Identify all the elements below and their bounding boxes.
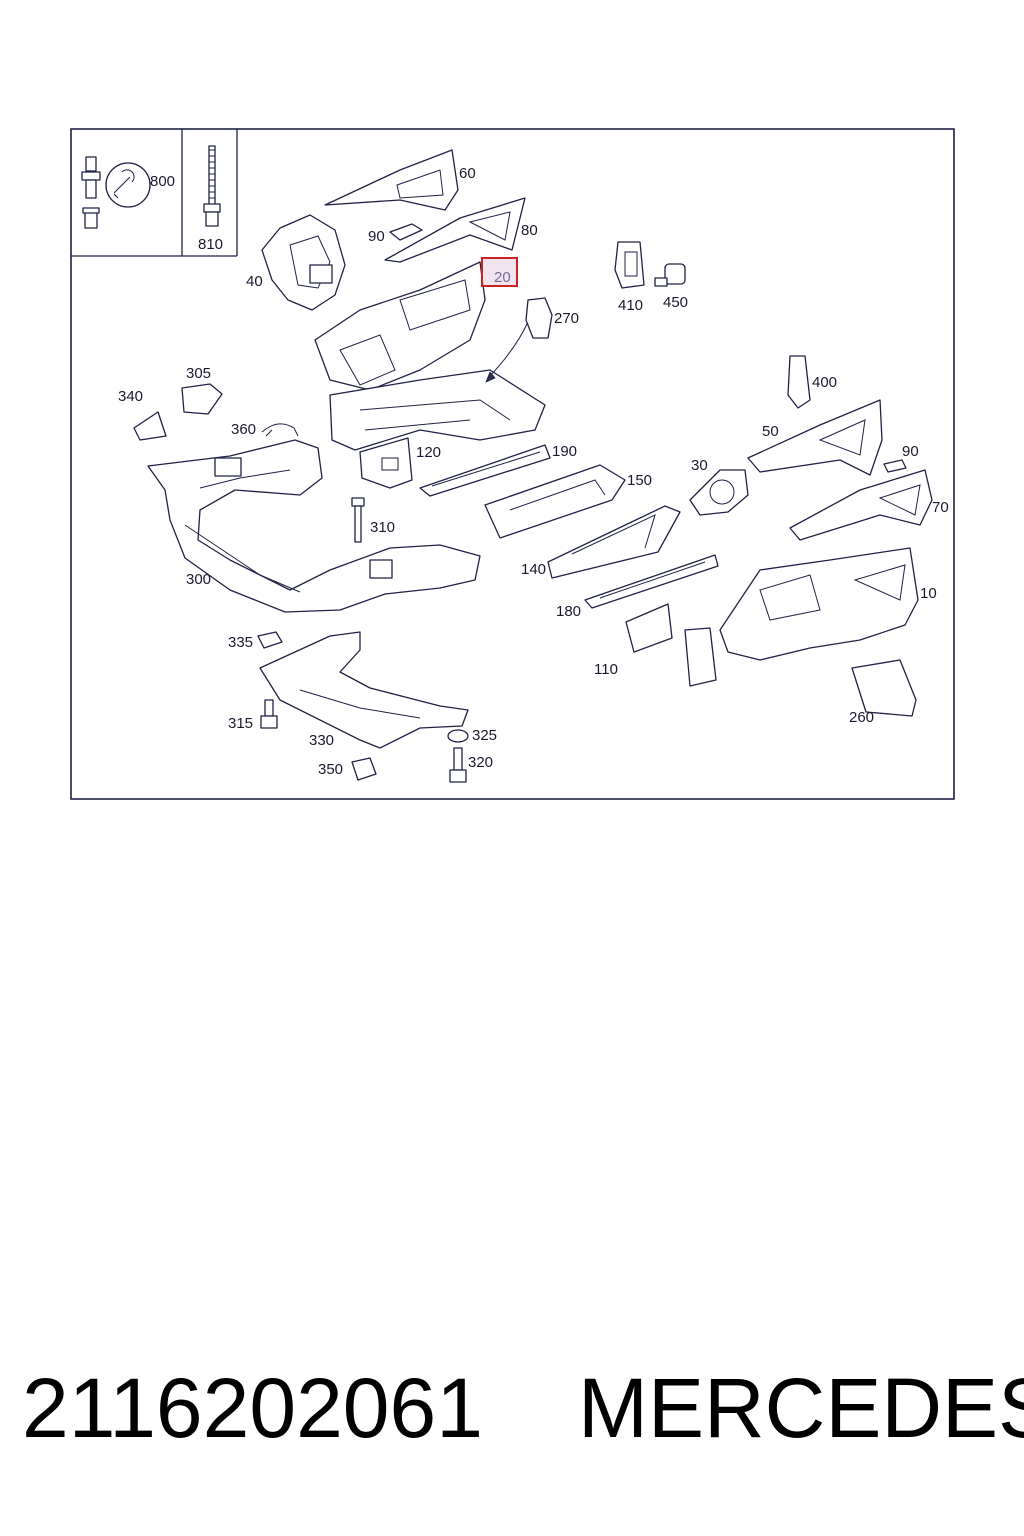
part-number: 2116202061 [22, 1361, 483, 1455]
callout-350: 350 [318, 761, 343, 778]
part-330-icon [259, 631, 469, 749]
callout-320: 320 [468, 754, 493, 771]
callout-315: 315 [228, 715, 253, 732]
part-300-icon [147, 439, 481, 613]
part-190-icon [419, 444, 551, 497]
part-150-icon [484, 464, 626, 539]
callout-30: 30 [691, 457, 708, 474]
callout-50: 50 [762, 423, 779, 440]
callout-190: 190 [552, 443, 577, 460]
highlight-box [481, 257, 518, 287]
diagram-frame [70, 128, 955, 800]
callout-10: 10 [920, 585, 937, 602]
callout-410: 410 [618, 297, 643, 314]
part-70-icon [789, 469, 933, 541]
part-120-icon [359, 437, 413, 489]
callout-20: 20 [494, 269, 511, 286]
part-260-icon [851, 659, 917, 717]
inset-box [71, 129, 238, 257]
part-40-icon [261, 214, 346, 311]
bolt-310-icon [351, 497, 365, 543]
callout-80: 80 [521, 222, 538, 239]
part-410-icon [614, 241, 645, 289]
callout-360: 360 [231, 421, 256, 438]
part-90-lower-icon [883, 459, 907, 473]
part-140-icon [547, 505, 681, 579]
callout-60: 60 [459, 165, 476, 182]
callout-140: 140 [521, 561, 546, 578]
bolt-320-icon [449, 747, 467, 783]
callout-330: 330 [309, 732, 334, 749]
parts-diagram: 60 80 90 20 40 270 410 450 400 305 340 3… [70, 128, 955, 800]
bolt-800-icon [81, 156, 151, 229]
part-270-icon [525, 297, 553, 339]
callout-335: 335 [228, 634, 253, 651]
part-90-icon [389, 223, 423, 241]
part-450-icon [654, 263, 686, 287]
washer-325-icon [447, 729, 469, 743]
callout-260: 260 [849, 709, 874, 726]
callout-400: 400 [812, 374, 837, 391]
callout-180: 180 [556, 603, 581, 620]
callout-150: 150 [627, 472, 652, 489]
callout-450: 450 [663, 294, 688, 311]
part-10-icon [684, 547, 919, 687]
part-80-icon [384, 197, 526, 263]
nut-335-icon [257, 631, 283, 649]
callout-310: 310 [370, 519, 395, 536]
callout-70: 70 [932, 499, 949, 516]
part-180-icon [584, 554, 719, 609]
part-350-icon [351, 757, 377, 781]
callout-800: 800 [150, 173, 175, 190]
brand-name: MERCEDES [578, 1361, 1024, 1455]
callout-305: 305 [186, 365, 211, 382]
callout-325: 325 [472, 727, 497, 744]
callout-90-lower: 90 [902, 443, 919, 460]
part-50-icon [747, 399, 883, 476]
callout-110: 110 [594, 661, 618, 678]
part-110-icon [625, 603, 673, 653]
callout-300: 300 [186, 571, 211, 588]
part-340-icon [133, 411, 167, 441]
part-30-icon [689, 469, 749, 516]
bolt-315-icon [260, 699, 278, 729]
callout-810: 810 [198, 236, 223, 253]
part-305-icon [181, 383, 223, 415]
part-400-icon [787, 355, 811, 409]
callout-270: 270 [554, 310, 579, 327]
callout-90: 90 [368, 228, 385, 245]
part-360-icon [261, 423, 299, 437]
part-60-icon [324, 149, 459, 211]
callout-120: 120 [416, 444, 441, 461]
part-20-icon [314, 261, 546, 451]
screw-810-icon [203, 145, 221, 227]
callout-340: 340 [118, 388, 143, 405]
callout-labels: 60 80 90 20 40 270 410 450 400 305 340 3… [118, 165, 949, 778]
caption: 2116202061 MERCEDES [0, 1360, 1024, 1470]
callout-40: 40 [246, 273, 263, 290]
